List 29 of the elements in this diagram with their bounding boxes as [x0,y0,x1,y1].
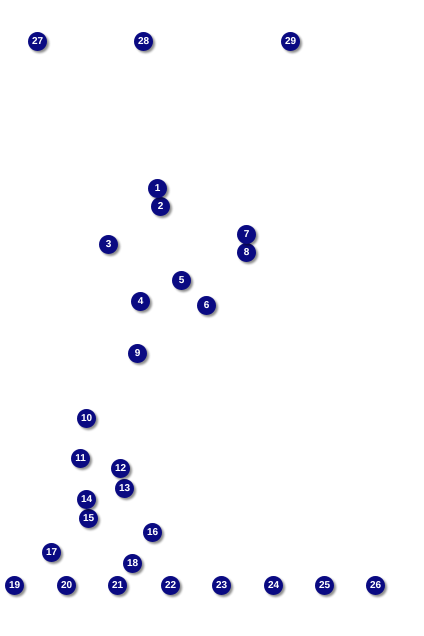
callout-number: 10 [77,409,96,428]
callout-number: 25 [315,576,334,595]
callout-number: 7 [237,225,256,244]
callout-number: 24 [264,576,283,595]
callout-number: 4 [131,292,150,311]
callout-number: 16 [143,523,162,542]
callout-number: 20 [57,576,76,595]
callout-number: 19 [5,576,24,595]
callout-number: 23 [212,576,231,595]
callout-number: 9 [128,344,147,363]
callout-number: 2 [151,197,170,216]
callout-number: 14 [77,490,96,509]
callout-number: 22 [161,576,180,595]
callout-number: 28 [134,32,153,51]
callout-number: 8 [237,243,256,262]
callout-number: 1 [148,179,167,198]
callout-number: 11 [71,449,90,468]
callout-number: 6 [197,296,216,315]
callout-number: 21 [108,576,127,595]
callout-number: 12 [111,459,130,478]
callout-number: 17 [42,543,61,562]
callout-number: 5 [172,271,191,290]
callout-number: 3 [99,235,118,254]
callout-number: 26 [366,576,385,595]
callout-number: 13 [115,479,134,498]
callout-number: 15 [79,509,98,528]
callout-number: 27 [28,32,47,51]
callout-number: 18 [123,554,142,573]
callout-number: 29 [281,32,300,51]
